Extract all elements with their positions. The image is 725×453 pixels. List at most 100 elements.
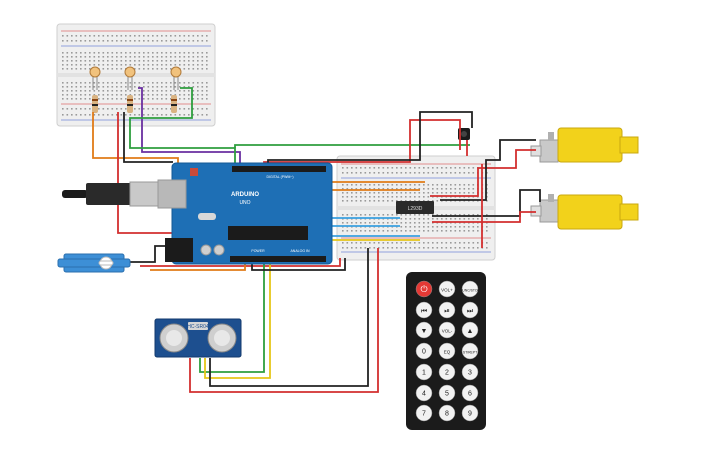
breadboard-hole bbox=[111, 108, 114, 110]
ultrasonic-sensor[interactable]: HC-SR04 bbox=[154, 318, 242, 358]
remote-button-2[interactable]: 2 bbox=[438, 363, 456, 381]
resistor-3[interactable] bbox=[171, 95, 177, 113]
dc-motor-top[interactable] bbox=[530, 127, 639, 163]
breadboard-hole bbox=[129, 90, 132, 92]
remote-button-6[interactable]: 6 bbox=[461, 384, 479, 402]
remote-button-4[interactable]: 4 bbox=[415, 384, 433, 402]
breadboard-hole bbox=[93, 56, 96, 58]
breadboard-hole bbox=[156, 86, 159, 88]
remote-button-3[interactable]: 3 bbox=[461, 363, 479, 381]
breadboard-hole bbox=[364, 184, 367, 186]
breadboard-hole bbox=[414, 200, 416, 202]
remote-button-0[interactable]: 0 bbox=[415, 342, 433, 360]
remote-button-down-arrow[interactable]: ▼ bbox=[415, 321, 433, 339]
breadboard-hole bbox=[463, 188, 466, 190]
breadboard-hole bbox=[445, 172, 448, 174]
breadboard-hole bbox=[405, 184, 407, 186]
breadboard-hole bbox=[454, 192, 457, 194]
breadboard-hole bbox=[66, 60, 69, 62]
breadboard-hole bbox=[414, 184, 416, 186]
breadboard-hole bbox=[409, 196, 412, 198]
breadboard-hole bbox=[432, 184, 434, 186]
breadboard-hole bbox=[152, 60, 154, 62]
breadboard-hole bbox=[188, 114, 190, 116]
remote-button-power[interactable]: ⏻ bbox=[415, 280, 433, 298]
remote-button-1[interactable]: 1 bbox=[415, 363, 433, 381]
breadboard-hole bbox=[472, 226, 475, 228]
breadboard-hole bbox=[170, 86, 172, 88]
breadboard-hole bbox=[111, 40, 114, 42]
breadboard-hole bbox=[463, 218, 466, 220]
remote-button-label: VOL- bbox=[442, 329, 453, 334]
breadboard-hole bbox=[66, 90, 69, 92]
breadboard-hole bbox=[129, 40, 132, 42]
wires bbox=[92, 87, 541, 393]
remote-button-9[interactable]: 9 bbox=[461, 404, 479, 422]
photoresistor-2[interactable] bbox=[124, 66, 136, 90]
breadboard-hole bbox=[165, 40, 168, 42]
remote-button-vol-[interactable]: VOL+ bbox=[438, 280, 456, 298]
breadboard-hole bbox=[418, 196, 421, 198]
remote-button-5[interactable]: 5 bbox=[438, 384, 456, 402]
remote-button-vol-[interactable]: VOL- bbox=[438, 321, 456, 339]
servo-motor[interactable] bbox=[57, 253, 131, 273]
breadboard-hole bbox=[346, 200, 349, 202]
breadboard-hole bbox=[147, 94, 150, 96]
ir-receiver[interactable] bbox=[458, 128, 470, 140]
breadboard-hole bbox=[369, 167, 371, 169]
breadboard-hole bbox=[179, 108, 181, 110]
remote-button-play-pause[interactable]: ⏯ bbox=[438, 301, 456, 319]
breadboard-hole bbox=[174, 94, 177, 96]
breadboard-hole bbox=[111, 56, 114, 58]
breadboard-hole bbox=[179, 114, 181, 116]
resistor-2[interactable] bbox=[127, 95, 133, 113]
breadboard-hole bbox=[98, 114, 100, 116]
breadboard-hole bbox=[129, 114, 132, 116]
breadboard-hole bbox=[418, 230, 421, 232]
breadboard-hole bbox=[66, 40, 69, 42]
breadboard-hole bbox=[179, 64, 181, 66]
remote-button-up-arrow[interactable]: ▲ bbox=[461, 321, 479, 339]
breadboard-hole bbox=[120, 64, 123, 66]
remote-button-st-rept[interactable]: ST/REPT bbox=[461, 342, 479, 360]
breadboard-hole bbox=[409, 222, 412, 224]
breadboard-hole bbox=[382, 214, 385, 216]
remote-button-fast-forward[interactable]: ⏭ bbox=[461, 301, 479, 319]
remote-button-8[interactable]: 8 bbox=[438, 404, 456, 422]
breadboard-hole bbox=[98, 56, 100, 58]
breadboard-hole bbox=[387, 192, 389, 194]
breadboard-hole bbox=[147, 108, 150, 110]
breadboard-hole bbox=[188, 52, 190, 54]
breadboard-hole bbox=[197, 56, 199, 58]
breadboard-hole bbox=[197, 35, 199, 37]
breadboard-hole bbox=[71, 56, 73, 58]
breadboard-hole bbox=[152, 68, 154, 70]
breadboard-hole bbox=[454, 172, 457, 174]
breadboard-hole bbox=[369, 172, 371, 174]
resistor-1[interactable] bbox=[92, 95, 98, 113]
breadboard-hole bbox=[62, 68, 64, 70]
breadboard-hole bbox=[432, 188, 434, 190]
breadboard-hole bbox=[405, 167, 407, 169]
breadboard-hole bbox=[188, 86, 190, 88]
remote-button-func-stop[interactable]: FUNC/STOP bbox=[460, 280, 481, 298]
breadboard-hole bbox=[143, 40, 145, 42]
breadboard-hole bbox=[409, 167, 412, 169]
breadboard-hole bbox=[472, 218, 475, 220]
remote-button-rewind[interactable]: ⏮ bbox=[415, 301, 433, 319]
remote-button-7[interactable]: 7 bbox=[415, 404, 433, 422]
dc-motor-bottom[interactable] bbox=[530, 194, 639, 230]
breadboard-hole bbox=[201, 90, 204, 92]
arduino-uno[interactable]: ARDUINO UNO DIGITAL (PWM~) POWER ANALOG … bbox=[62, 162, 333, 265]
breadboard-hole bbox=[165, 108, 168, 110]
breadboard-hole bbox=[391, 214, 394, 216]
photoresistor-1[interactable] bbox=[89, 66, 101, 90]
motor-driver-chip[interactable]: L293D bbox=[396, 201, 434, 214]
breadboard-hole bbox=[459, 172, 461, 174]
breadboard-hole bbox=[143, 64, 145, 66]
breadboard-hole bbox=[351, 172, 353, 174]
photoresistor-3[interactable] bbox=[170, 66, 182, 90]
breadboard-hole bbox=[75, 64, 78, 66]
remote-button-eq[interactable]: EQ bbox=[438, 342, 456, 360]
